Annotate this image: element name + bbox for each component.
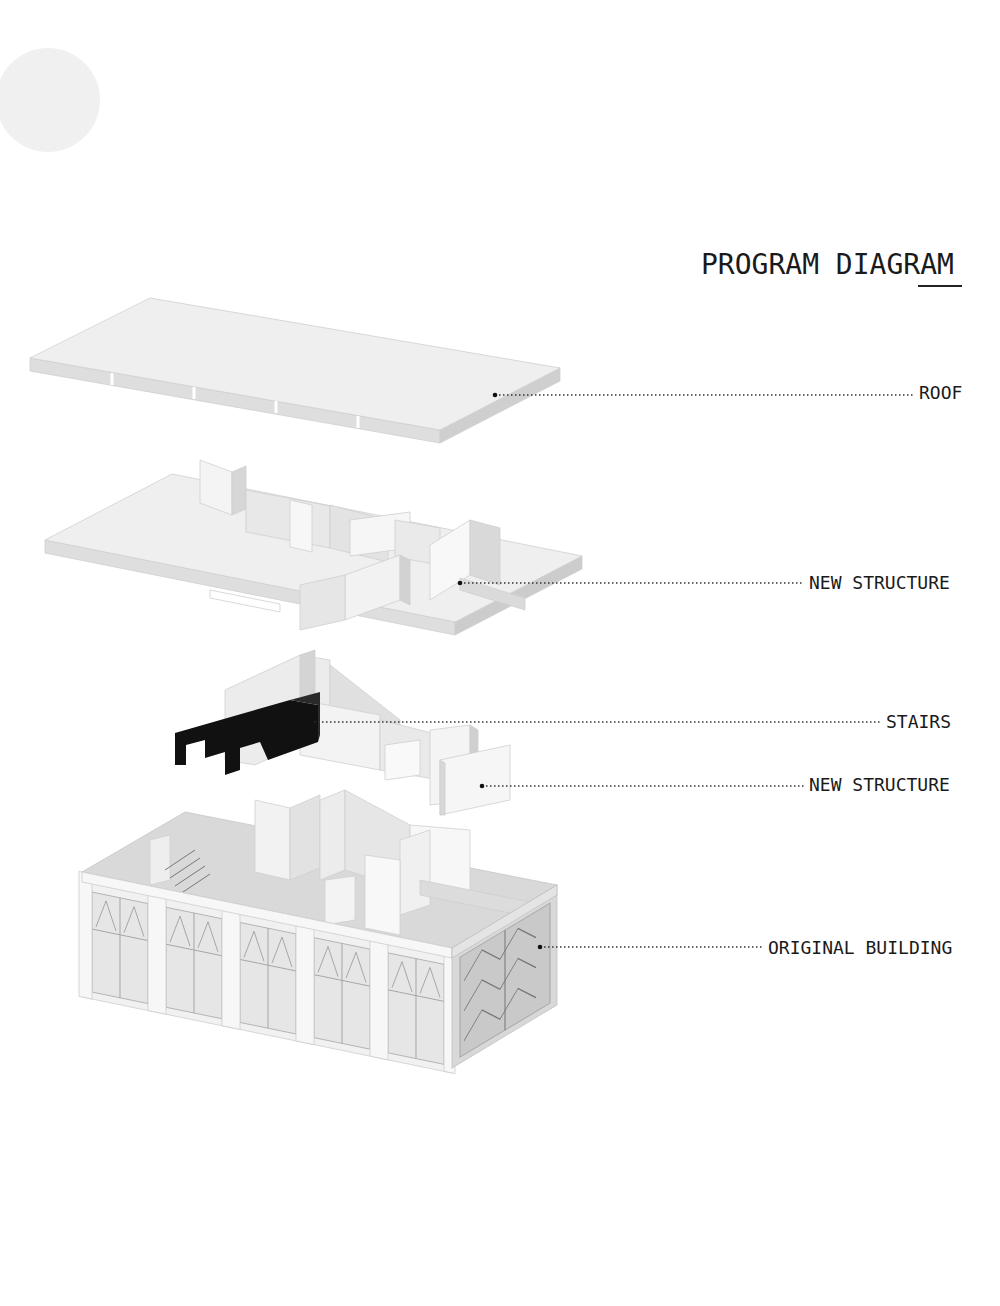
callout-label: NEW STRUCTURE (809, 776, 950, 794)
roof-slab (30, 298, 560, 443)
callout-label: NEW STRUCTURE (809, 574, 950, 592)
new-structure-upper (45, 460, 582, 635)
deco-circle (0, 48, 100, 152)
stairs (175, 692, 320, 775)
leader-dots (308, 393, 543, 950)
original-building (79, 790, 557, 1074)
callout-label: ROOF (919, 384, 962, 402)
diagram-title: PROGRAM DIAGRAM (701, 251, 954, 279)
callout-label: ORIGINAL BUILDING (768, 939, 952, 957)
title-underline (918, 285, 962, 287)
leader-lines (310, 395, 914, 947)
callout-label: STAIRS (886, 713, 951, 731)
